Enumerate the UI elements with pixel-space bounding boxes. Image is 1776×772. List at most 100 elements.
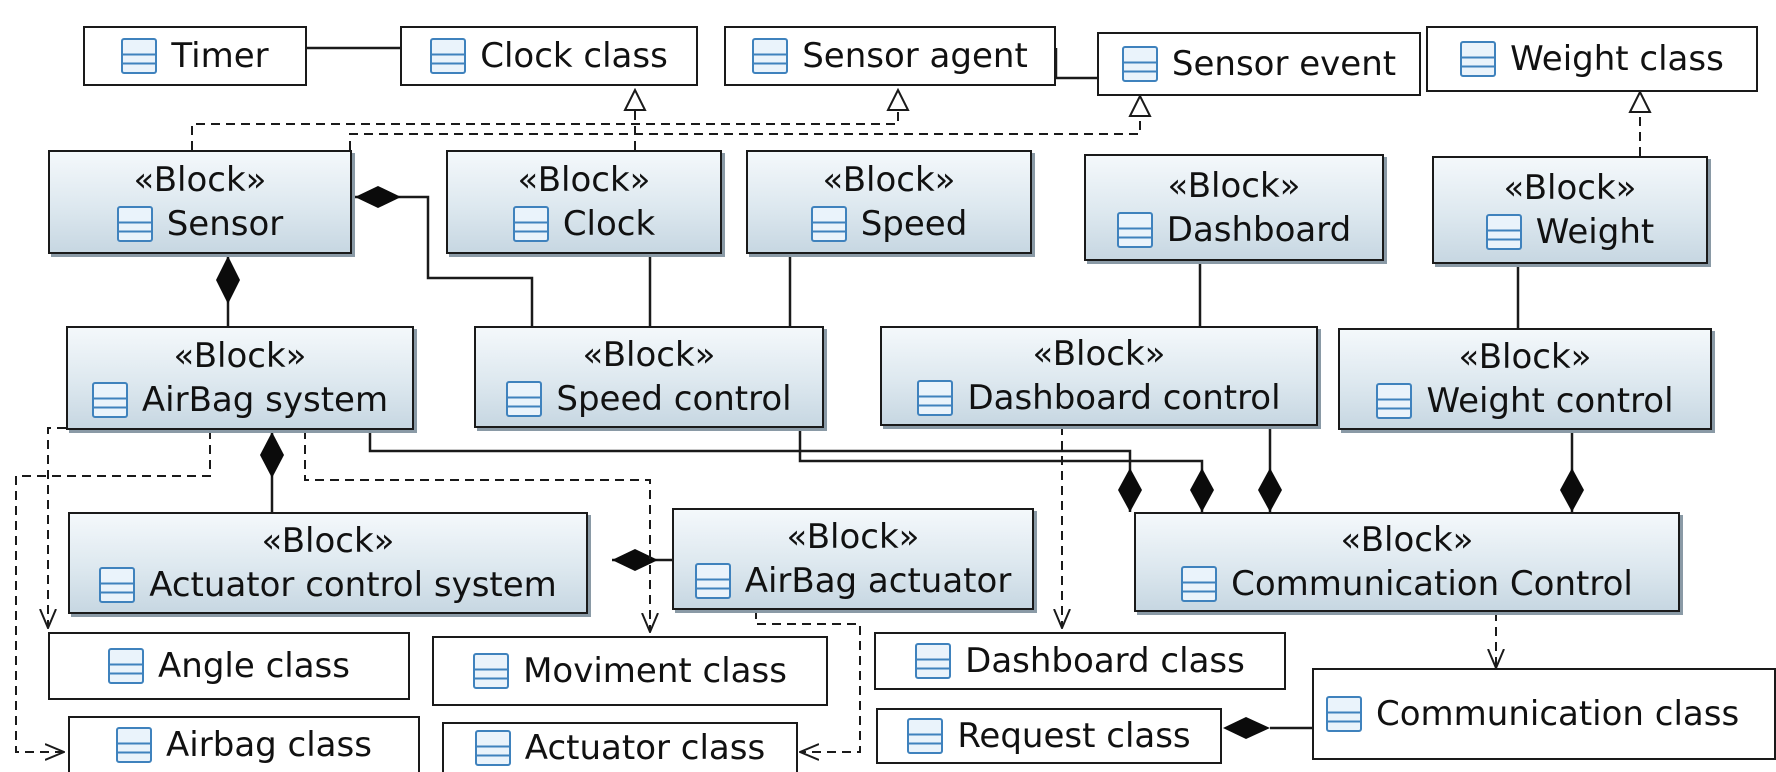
class-name: Clock class (480, 36, 668, 76)
class-icon (1116, 211, 1153, 248)
block-speed[interactable]: «Block» Speed (746, 150, 1032, 254)
block-name: Actuator control system (149, 565, 557, 605)
class-icon (917, 380, 954, 416)
block-name: Clock (562, 204, 656, 244)
block-name: Communication Control (1231, 564, 1633, 604)
block-name: AirBag actuator (744, 561, 1012, 601)
block-stereotype: «Block» (173, 336, 307, 376)
class-name: Moviment class (523, 651, 787, 691)
class-dashboard-class[interactable]: Dashboard class (874, 632, 1286, 690)
block-communication-control[interactable]: «Block» Communication Control (1134, 512, 1680, 612)
block-stereotype: «Block» (822, 160, 956, 200)
class-sensor-event[interactable]: Sensor event (1097, 32, 1421, 96)
block-stereotype: «Block» (1167, 165, 1301, 206)
block-airbag-actuator[interactable]: «Block» AirBag actuator (672, 508, 1034, 610)
class-icon (810, 206, 847, 242)
block-stereotype: «Block» (786, 517, 920, 557)
class-name: Communication class (1376, 694, 1740, 734)
class-icon (1376, 383, 1413, 419)
class-icon (91, 382, 128, 418)
class-icon (116, 727, 153, 763)
class-weight-class[interactable]: Weight class (1426, 26, 1758, 92)
class-icon (1485, 214, 1522, 250)
class-name: Request class (957, 716, 1191, 756)
composition-diamond (1258, 468, 1282, 512)
class-name: Sensor event (1171, 44, 1397, 84)
class-icon (1181, 566, 1218, 602)
class-name: Dashboard class (965, 641, 1245, 681)
class-icon (108, 648, 145, 684)
composition-diamond (260, 432, 284, 478)
class-sensor-agent[interactable]: Sensor agent (724, 26, 1056, 86)
block-name: AirBag system (141, 380, 389, 420)
composition-diamond (1560, 468, 1584, 512)
class-icon (907, 718, 944, 754)
block-stereotype: «Block» (1503, 168, 1637, 208)
class-icon (512, 206, 549, 242)
realize-sensor-sensorevent (349, 96, 1140, 150)
block-actuator-control-system[interactable]: «Block» Actuator control system (68, 512, 588, 614)
block-weight-control[interactable]: «Block» Weight control (1338, 328, 1712, 430)
class-actuator-class[interactable]: Actuator class (442, 722, 798, 772)
class-icon (1326, 696, 1362, 732)
block-name: Speed (860, 204, 968, 244)
assoc-sensor-speedcontrol (355, 195, 534, 326)
block-weight[interactable]: «Block» Weight (1432, 156, 1708, 264)
block-stereotype: «Block» (1032, 334, 1166, 374)
class-icon (121, 38, 158, 74)
class-icon (474, 730, 511, 766)
dep-airbag-moviment (304, 430, 650, 632)
block-stereotype: «Block» (1458, 337, 1592, 377)
class-icon (116, 206, 153, 242)
block-speed-control[interactable]: «Block» Speed control (474, 326, 824, 428)
block-stereotype: «Block» (1340, 520, 1474, 560)
class-clock-class[interactable]: Clock class (400, 26, 698, 86)
class-airbag-class[interactable]: Airbag class (68, 716, 420, 772)
class-name: Sensor agent (802, 36, 1028, 76)
class-name: Airbag class (166, 725, 372, 765)
block-clock[interactable]: «Block» Clock (446, 150, 722, 254)
block-stereotype: «Block» (133, 160, 267, 200)
block-name: Dashboard (1166, 209, 1352, 250)
class-request-class[interactable]: Request class (876, 708, 1222, 764)
composition-diamond (1118, 468, 1142, 512)
composition-diamond (355, 186, 401, 208)
class-moviment-class[interactable]: Moviment class (432, 636, 828, 706)
class-icon (506, 381, 543, 417)
class-name: Timer (171, 36, 269, 76)
class-timer[interactable]: Timer (83, 26, 307, 86)
block-name: Weight (1535, 212, 1655, 252)
class-name: Angle class (158, 646, 350, 686)
class-icon (99, 567, 136, 603)
composition-diamond (216, 256, 240, 304)
block-stereotype: «Block» (517, 160, 651, 200)
class-angle-class[interactable]: Angle class (48, 632, 410, 700)
composition-diamond (612, 549, 658, 571)
block-dashboard[interactable]: «Block» Dashboard (1084, 154, 1384, 261)
block-airbag-system[interactable]: «Block» AirBag system (66, 326, 414, 430)
block-sensor[interactable]: «Block» Sensor (48, 150, 352, 254)
class-icon (430, 38, 467, 74)
block-name: Speed control (556, 379, 792, 419)
dep-airbag-angle (48, 427, 66, 628)
class-icon (752, 38, 789, 74)
class-icon (1121, 46, 1158, 82)
block-name: Sensor (166, 204, 284, 244)
class-name: Actuator class (524, 728, 766, 768)
block-dashboard-control[interactable]: «Block» Dashboard control (880, 326, 1318, 426)
composition-diamond (1223, 717, 1270, 739)
composition-diamond (1190, 468, 1214, 512)
block-stereotype: «Block» (261, 521, 395, 561)
class-name: Weight class (1510, 39, 1724, 79)
realize-sensor-sensoragent (191, 90, 898, 150)
class-icon (473, 653, 510, 689)
block-stereotype: «Block» (582, 335, 716, 375)
class-icon (915, 643, 952, 679)
class-communication-class[interactable]: Communication class (1312, 668, 1776, 760)
class-icon (1460, 41, 1497, 77)
dep-airbag-airbagclass (15, 430, 211, 752)
class-icon (694, 563, 731, 599)
block-name: Weight control (1426, 381, 1674, 421)
